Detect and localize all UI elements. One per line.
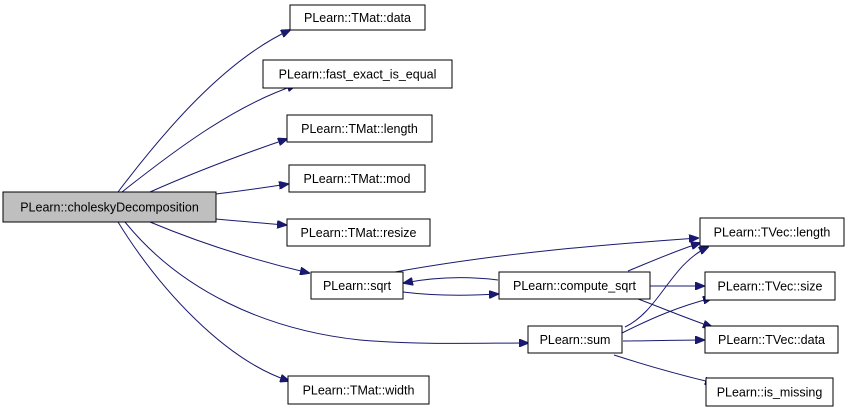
node-tmat-resize[interactable]: PLearn::TMat::resize — [286, 218, 431, 247]
edge-sum-ismissing — [613, 354, 714, 383]
edge-chol-length — [149, 139, 287, 193]
node-choleskydecomposition[interactable]: PLearn::choleskyDecomposition — [2, 191, 217, 223]
edge-layer — [117, 30, 714, 383]
edge-csqrt-sqrt — [404, 277, 499, 283]
node-is-missing[interactable]: PLearn::is_missing — [705, 377, 834, 407]
node-label: PLearn::TMat::width — [303, 384, 415, 398]
node-label: PLearn::TMat::length — [301, 122, 418, 136]
edge-sqrt-csqrt — [402, 292, 498, 295]
edge-sqrt-vlength — [394, 238, 698, 273]
node-label: PLearn::TMat::mod — [304, 172, 411, 186]
node-label: PLearn::TVec::size — [718, 280, 823, 294]
edge-sum-vdata — [622, 340, 704, 341]
edge-chol-mod — [215, 184, 288, 195]
node-label: PLearn::TVec::length — [714, 226, 831, 240]
node-label: PLearn::TVec::data — [718, 333, 825, 347]
node-tvec-length[interactable]: PLearn::TVec::length — [699, 217, 845, 247]
node-layer: PLearn::choleskyDecomposition PLearn::TM… — [2, 4, 845, 407]
node-label: PLearn::TMat::resize — [300, 226, 416, 240]
node-compute-sqrt[interactable]: PLearn::compute_sqrt — [498, 271, 651, 300]
node-tvec-data[interactable]: PLearn::TVec::data — [704, 325, 839, 354]
node-label: PLearn::TMat::data — [304, 11, 411, 25]
node-label: PLearn::fast_exact_is_equal — [279, 68, 437, 82]
node-tvec-size[interactable]: PLearn::TVec::size — [704, 271, 836, 301]
edge-sum-vlength — [624, 247, 708, 328]
node-tmat-length[interactable]: PLearn::TMat::length — [286, 114, 433, 143]
edge-sum-vsize — [621, 298, 712, 334]
edge-chol-resize — [215, 218, 286, 225]
node-tmat-width[interactable]: PLearn::TMat::width — [287, 375, 430, 405]
node-fast-exact-is-equal[interactable]: PLearn::fast_exact_is_equal — [262, 59, 453, 89]
edge-chol-sum — [124, 221, 528, 343]
node-sqrt[interactable]: PLearn::sqrt — [310, 271, 404, 300]
node-label: PLearn::is_missing — [717, 386, 823, 400]
node-tmat-data[interactable]: PLearn::TMat::data — [289, 4, 426, 31]
node-label: PLearn::sqrt — [323, 279, 392, 293]
node-label: PLearn::compute_sqrt — [513, 279, 637, 293]
node-tmat-mod[interactable]: PLearn::TMat::mod — [288, 164, 426, 193]
node-label: PLearn::choleskyDecomposition — [20, 201, 199, 215]
edge-chol-sqrt — [149, 221, 309, 273]
edge-chol-data — [117, 30, 290, 193]
edge-chol-width — [117, 221, 289, 381]
node-label: PLearn::sum — [540, 333, 611, 347]
edge-csqrt-vlength — [627, 243, 700, 272]
node-sum[interactable]: PLearn::sum — [527, 325, 623, 354]
edge-chol-fexact — [121, 85, 296, 193]
